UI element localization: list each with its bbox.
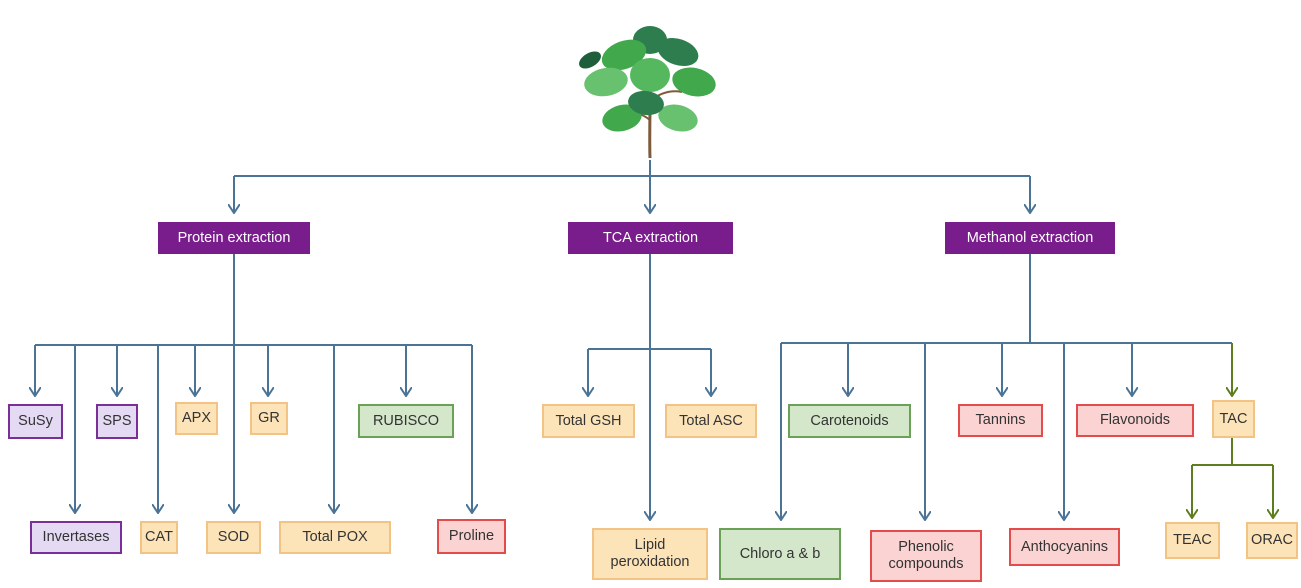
tca-extraction-header: TCA extraction (568, 222, 733, 254)
methanol-connectors (781, 254, 1232, 520)
methanol-extraction-header: Methanol extraction (945, 222, 1115, 254)
rubisco-box: RUBISCO (358, 404, 454, 438)
sps-box: SPS (96, 404, 138, 439)
cat-box: CAT (140, 521, 178, 554)
top-connectors (234, 160, 1030, 213)
tannins-box: Tannins (958, 404, 1043, 437)
gr-box: GR (250, 402, 288, 435)
carotenoids-box: Carotenoids (788, 404, 911, 438)
sod-box: SOD (206, 521, 261, 554)
protein-extraction-header: Protein extraction (158, 222, 310, 254)
flavonoids-box: Flavonoids (1076, 404, 1194, 437)
tac-box: TAC (1212, 400, 1255, 438)
plant-icon (579, 26, 716, 159)
chloro-a-b-box: Chloro a & b (719, 528, 841, 580)
lipid-peroxidation-box: Lipid peroxidation (592, 528, 708, 580)
proline-box: Proline (437, 519, 506, 554)
teac-box: TEAC (1165, 522, 1220, 559)
tac-connectors (1192, 343, 1273, 518)
susy-box: SuSy (8, 404, 63, 439)
total-pox-box: Total POX (279, 521, 391, 554)
phenolic-compounds-box: Phenolic compounds (870, 530, 982, 582)
orac-box: ORAC (1246, 522, 1298, 559)
total-gsh-box: Total GSH (542, 404, 635, 438)
apx-box: APX (175, 402, 218, 435)
total-asc-box: Total ASC (665, 404, 757, 438)
protein-connectors (35, 254, 472, 513)
tca-connectors (588, 254, 711, 520)
invertases-box: Invertases (30, 521, 122, 554)
anthocyanins-box: Anthocyanins (1009, 528, 1120, 566)
